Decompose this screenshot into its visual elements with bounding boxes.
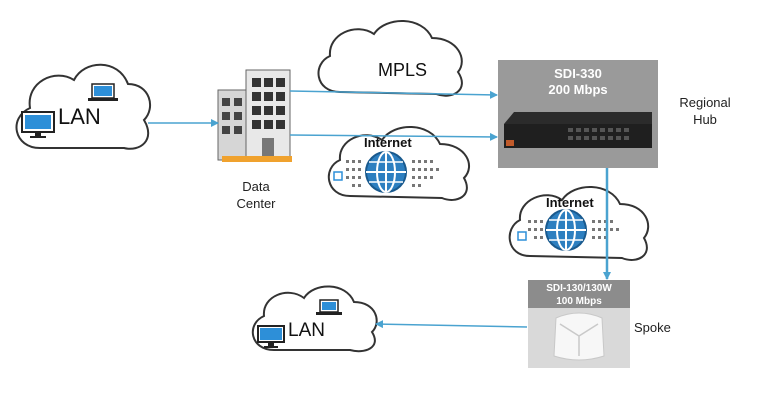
spoke-label: Spoke: [634, 320, 671, 335]
sdi-130-model: SDI-130/130W: [546, 283, 612, 294]
laptop-icon: [316, 299, 342, 315]
globe-icon: [545, 209, 587, 251]
lan-main-label: LAN: [58, 104, 101, 129]
regional-hub-label: Regional Hub: [670, 94, 740, 128]
regional-hub-line1: Regional: [679, 95, 731, 110]
data-center-building-icon: [217, 69, 292, 162]
dot-grid-left-mid: [528, 220, 543, 239]
dot-grid-right-mid: [592, 220, 619, 239]
sdi-130-title: SDI-130/130W 100 Mbps: [528, 283, 630, 308]
mpls-label: MPLS: [378, 60, 428, 80]
sdi-330-title: SDI-330 200 Mbps: [498, 66, 658, 99]
monitor-icon: [21, 111, 55, 138]
dot-grid-right-top: [412, 160, 439, 187]
sdi-130-device: [528, 280, 630, 368]
link-datacenter-to-hub-internet: [289, 132, 498, 141]
data-center-label: Data Center: [228, 178, 284, 212]
connections: [148, 90, 611, 329]
link-datacenter-to-hub-mpls: [289, 90, 498, 99]
globe-icon: [365, 151, 407, 193]
data-center-line2: Center: [236, 196, 276, 211]
regional-hub-line2: Hub: [693, 112, 717, 127]
link-spoke-to-lan: [375, 320, 528, 329]
mpls-cloud: [317, 20, 463, 97]
data-center-line1: Data: [242, 179, 270, 194]
dot-grid-left-top: [346, 160, 361, 187]
internet-mid-label: Internet: [546, 195, 594, 210]
sdi-330-device: [498, 60, 658, 168]
lan-spoke-label: LAN: [288, 320, 325, 341]
monitor-icon: [257, 325, 285, 348]
sdi-330-speed: 200 Mbps: [548, 82, 608, 98]
laptop-icon: [88, 83, 118, 101]
sdi-330-model: SDI-330: [554, 66, 602, 81]
internet-top-label: Internet: [364, 135, 412, 150]
sdi-130-speed: 100 Mbps: [556, 295, 602, 307]
